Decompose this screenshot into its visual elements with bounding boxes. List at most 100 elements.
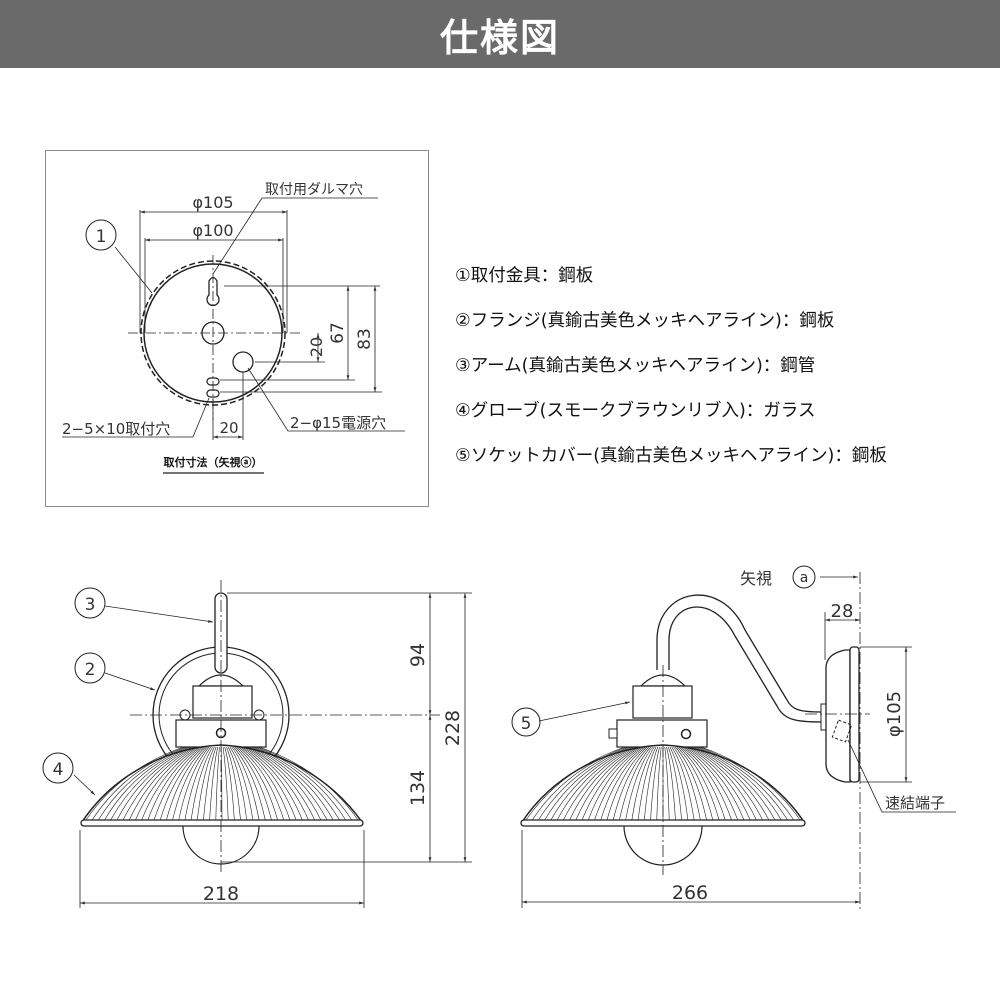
glass-rib [569,746,637,821]
glass-rib [91,746,186,821]
glass-rib [696,746,782,821]
part-callout-2: 2 [85,660,96,680]
glass-rib [240,746,291,821]
part-callout-4: 4 [53,760,64,780]
dim-83: 83 [355,328,375,350]
glass-rib [563,746,636,821]
spec-item: ⑤ソケットカバー(真鍮古美色メッキヘアライン)：鋼板 [455,446,887,466]
mount-caption: 取付寸法（矢視ⓐ） [164,455,263,469]
glass-rib [110,746,191,821]
glass-rib [231,746,260,821]
dim-20-horizontal: 20 [219,419,238,437]
dim-dia-105: φ105 [192,193,233,212]
glass-rib [159,746,205,821]
glass-rib [587,746,643,821]
glass-rib [247,746,315,821]
glass-rib [85,746,184,821]
glass-rib [664,746,670,821]
glass-rib [236,746,278,821]
glass-rib [252,746,334,821]
glass-rib [241,746,297,821]
glass-rib [257,746,353,821]
glass-rib [172,746,208,821]
glass-rib [625,746,653,821]
glass-rib [673,746,701,821]
part-callout-5: 5 [521,714,532,734]
terminal-label: 速結端子 [885,794,945,812]
glass-rib [680,746,726,821]
glass-rib [222,746,229,821]
glass-rib [682,746,732,821]
spec-item: ③アーム(真鍮古美色メッキヘアライン)：鋼管 [455,356,816,376]
glass-rib [184,746,212,821]
glass-rib [250,746,328,821]
glass-rib [98,746,187,821]
glass-rib [687,746,751,821]
glass-rib [619,746,652,821]
spec-list: ①取付金具：鋼板 ②フランジ(真鍮古美色メッキヘアライン)：鋼板 ③アーム(真鍮… [455,262,887,487]
glass-rib [694,746,776,821]
glass-rib [226,746,241,821]
glass-rib [606,746,648,821]
glass-rib [209,746,219,821]
glass-rib [531,746,627,821]
dim-width-218: 218 [203,883,239,905]
dim-67: 67 [328,322,348,344]
mount-plate-view: 1 取付用ダルマ穴 φ105 φ100 20 67 83 2−φ15電源穴 2−… [62,182,405,474]
glass-rib [666,746,676,821]
glass-rib [575,746,639,821]
glass-rib [147,746,201,821]
glass-rib [135,746,198,821]
glass-rib [678,746,720,821]
dim-134: 134 [407,770,429,806]
glass-rib [245,746,309,821]
glass-rib [525,746,625,821]
glass-rib [701,746,801,821]
glass-rib [689,746,757,821]
mounting-dimensions-panel [45,150,429,507]
glass-rib [224,746,235,821]
part-callout-1: 1 [96,227,107,247]
part-callout-3: 3 [85,595,96,615]
glass-rib [612,746,650,821]
glass-rib [631,746,655,821]
glass-rib [190,746,213,821]
glass-rib [129,746,196,821]
dim-94: 94 [407,643,429,667]
glass-rib [667,746,682,821]
keyhole [206,276,220,307]
glass-rib [697,746,788,821]
glass-rib [104,746,189,821]
glass-rib [248,746,322,821]
front-view: 3 2 4 218 94 134 228 [42,580,472,908]
glass-rib [255,746,346,821]
dim-20-vertical: 20 [307,337,326,357]
header-bar: 仕様図 [0,0,1000,68]
glass-rib [685,746,745,821]
glass-rib [671,746,695,821]
keyhole-label: 取付用ダルマ穴 [265,182,363,198]
dim-228: 228 [442,710,464,746]
glass-rib [550,746,632,821]
power-hole [232,351,254,373]
view-mark-a: a [800,570,809,586]
glass-rib [683,746,739,821]
glass-rib [153,746,203,821]
glass-rib [594,746,644,821]
glass-rib [215,746,220,821]
glass-rib [233,746,266,821]
glass-rib [116,746,192,821]
glass-rib [227,746,248,821]
dim-28: 28 [831,601,854,622]
glass-rib [243,746,303,821]
glass-rib [166,746,206,821]
glass-rib [676,746,714,821]
glass-rib [238,746,285,821]
view-arrow-label: 矢視 [740,569,772,588]
glass-rib [690,746,763,821]
glass-rib [538,746,629,821]
glass-rib [644,746,659,821]
glass-rib [656,746,662,821]
glass-rib [178,746,210,821]
power-hole-label: 2−φ15電源穴 [290,414,386,432]
